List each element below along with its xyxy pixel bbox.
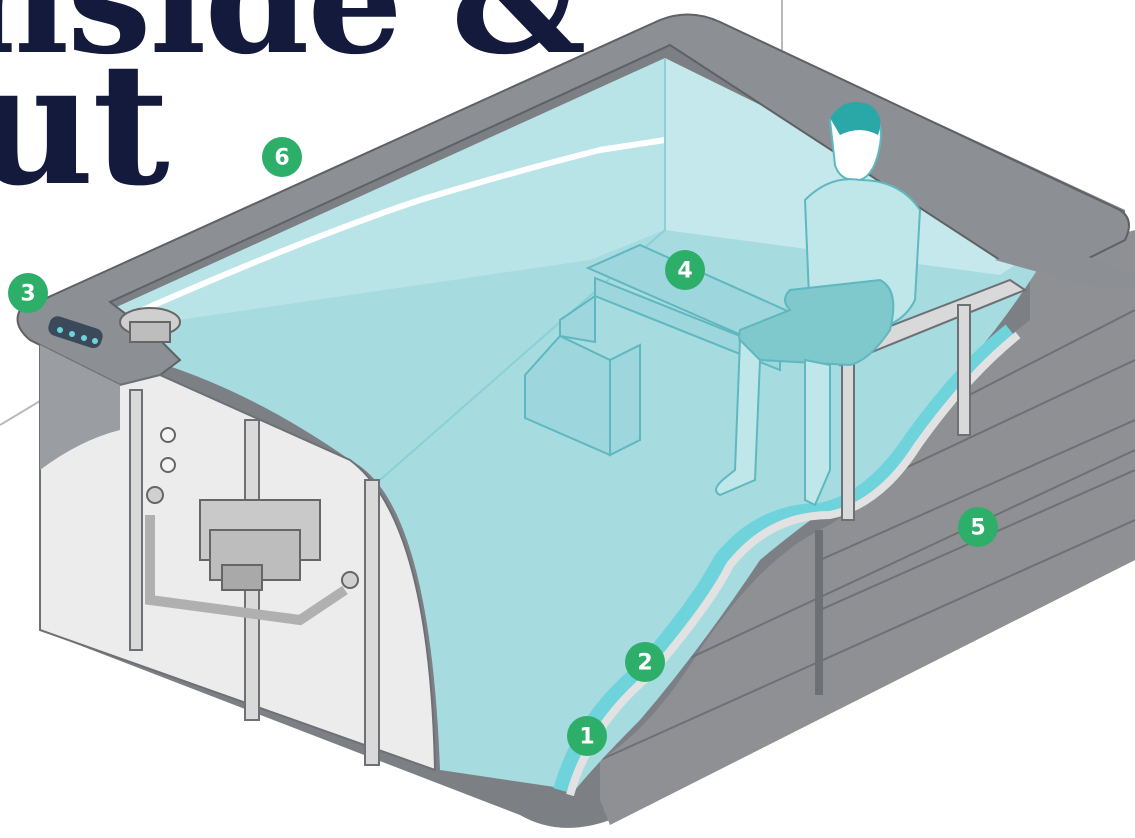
shell-cut-edge <box>553 324 1015 792</box>
callout-badge-6: 6 <box>262 137 302 177</box>
pump-unit-icon <box>145 427 359 626</box>
callout-label-5: 5 <box>970 516 985 541</box>
shell-insulation <box>566 331 1021 797</box>
water-line <box>118 137 666 323</box>
callout-label-3: 3 <box>20 282 35 307</box>
callout-badge-3: 3 <box>8 273 48 313</box>
callout-label-6: 6 <box>274 146 289 171</box>
callout-label-1: 1 <box>579 725 594 750</box>
callout-badge-1: 1 <box>567 716 607 756</box>
headline-line-1: nside & <box>0 0 586 88</box>
callout-label-4: 4 <box>677 259 692 284</box>
filter-cap-icon <box>119 307 181 343</box>
side-post <box>815 530 823 695</box>
callout-badge-2: 2 <box>625 642 665 682</box>
rim-corner <box>995 240 1135 290</box>
headline-line-2: ut <box>0 25 170 223</box>
panel-upper-wood <box>40 345 120 470</box>
callout-badge-4: 4 <box>665 250 705 290</box>
callout-badge-5: 5 <box>958 507 998 547</box>
control-panel-icon <box>48 316 103 349</box>
person-icon <box>715 101 922 507</box>
callout-label-2: 2 <box>637 651 652 676</box>
